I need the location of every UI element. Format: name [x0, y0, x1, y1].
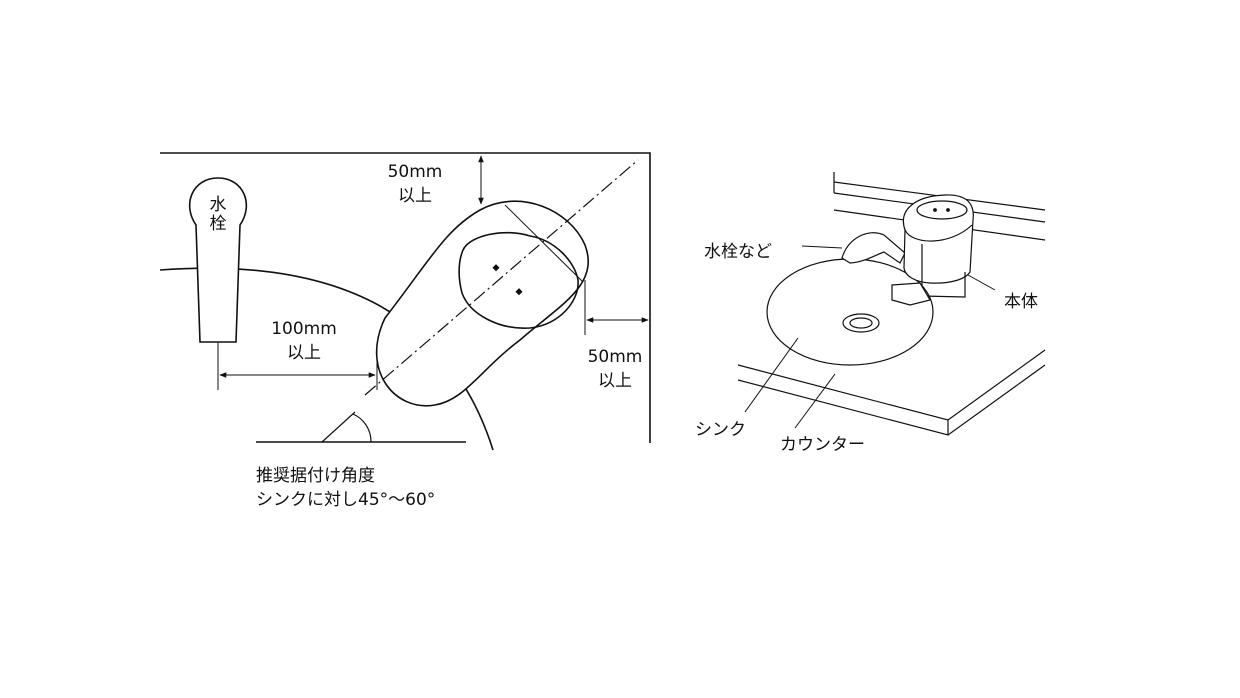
counter-callout: カウンター [780, 435, 865, 455]
faucet-perspective [841, 232, 906, 264]
left-top-view [159, 152, 651, 451]
center-axis-line [364, 159, 639, 396]
sink-callout: シンク [695, 420, 746, 440]
clearance-right-value: 50mm [587, 347, 643, 367]
faucet-label-top: 水 [209, 195, 227, 215]
faucet-callout: 水栓など [704, 242, 772, 262]
clearance-right-suffix: 以上 [598, 371, 632, 391]
clearance-left-label: 100mm 以上 [262, 317, 346, 365]
clearance-right-label: 50mm 以上 [580, 345, 650, 393]
unit-footprint [375, 200, 589, 407]
clearance-top-value: 50mm [387, 162, 443, 182]
clearance-left-value: 100mm [271, 319, 337, 339]
sensor-window [458, 231, 579, 329]
wall-outline [160, 152, 651, 443]
drain [842, 313, 880, 333]
counter-slab [737, 349, 1046, 421]
faucet-top-view [188, 177, 248, 343]
clearance-left-suffix: 以上 [287, 343, 321, 363]
angle-note: 推奨据付け角度 シンクに対し45°〜60° [256, 464, 435, 512]
right-perspective-view [737, 172, 1046, 436]
angle-arc [352, 413, 372, 443]
clearance-top-suffix: 以上 [398, 186, 432, 206]
faucet-label-bottom: 栓 [209, 214, 227, 234]
angle-note-line1: 推奨据付け角度 [256, 466, 375, 486]
unit-callout: 本体 [1004, 292, 1038, 312]
clearance-top-label: 50mm 以上 [380, 160, 450, 208]
angle-note-line2: シンクに対し45°〜60° [256, 490, 436, 510]
faucet-label: 水 栓 [206, 196, 230, 234]
